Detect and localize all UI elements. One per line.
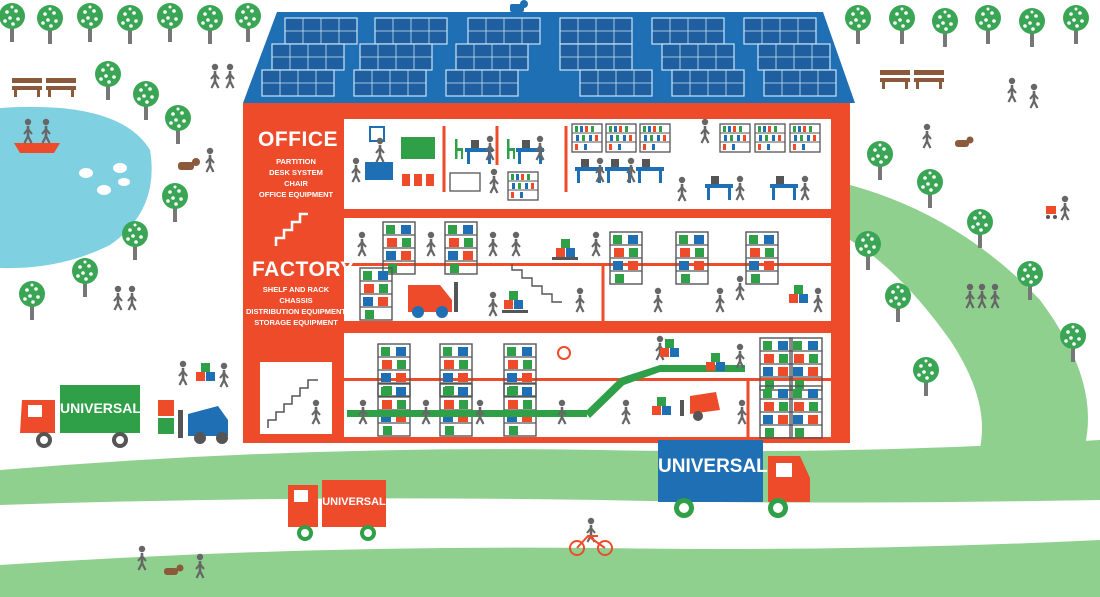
forklift-icon [408,282,458,318]
office-item-chair: CHAIR [284,179,308,188]
green-path [850,185,1088,448]
clock-icon [557,346,571,360]
factory-item-chassis: CHASSIS [279,296,313,305]
forklift-icon [680,392,720,421]
red-truck-brand: UNIVERSAL [322,496,386,508]
office-item-partition: PARTITION [276,157,316,166]
bicycle-icon [569,534,613,556]
boat-icon [14,117,60,153]
office-item-desk-system: DESK SYSTEM [269,168,323,177]
green-truck [20,385,140,448]
forklift-icon [158,400,228,444]
factory-title: FACTORY [252,258,355,281]
factory-item-storage-equipment: STORAGE EQUIPMENT [254,318,338,327]
duck-icon [79,163,130,195]
grass-upper [0,440,1100,505]
grass-lower [0,540,1100,597]
factory-floor-lower [310,334,823,439]
blue-truck-brand: UNIVERSAL [658,456,768,477]
factory-floor-middle [359,267,528,321]
green-truck-brand: UNIVERSAL [60,400,141,416]
office-title: OFFICE [258,128,338,151]
office-floor [350,117,821,203]
office-item-office-equipment: OFFICE EQUIPMENT [258,190,334,199]
factory-item-shelf-and-rack: SHELF AND RACK [262,285,330,294]
red-truck [288,480,386,541]
stairs-icon [511,264,562,303]
factory-item-distribution-equipment: DISTRIBUTION EQUIPMENT [246,307,347,316]
blue-truck [658,440,810,518]
dog-icon [164,136,974,575]
cat-icon [510,0,528,12]
conveyor-icon [347,365,745,418]
factory-floor-upper [356,221,824,314]
stairs-icon [274,212,308,246]
stroller-icon [1046,206,1057,219]
